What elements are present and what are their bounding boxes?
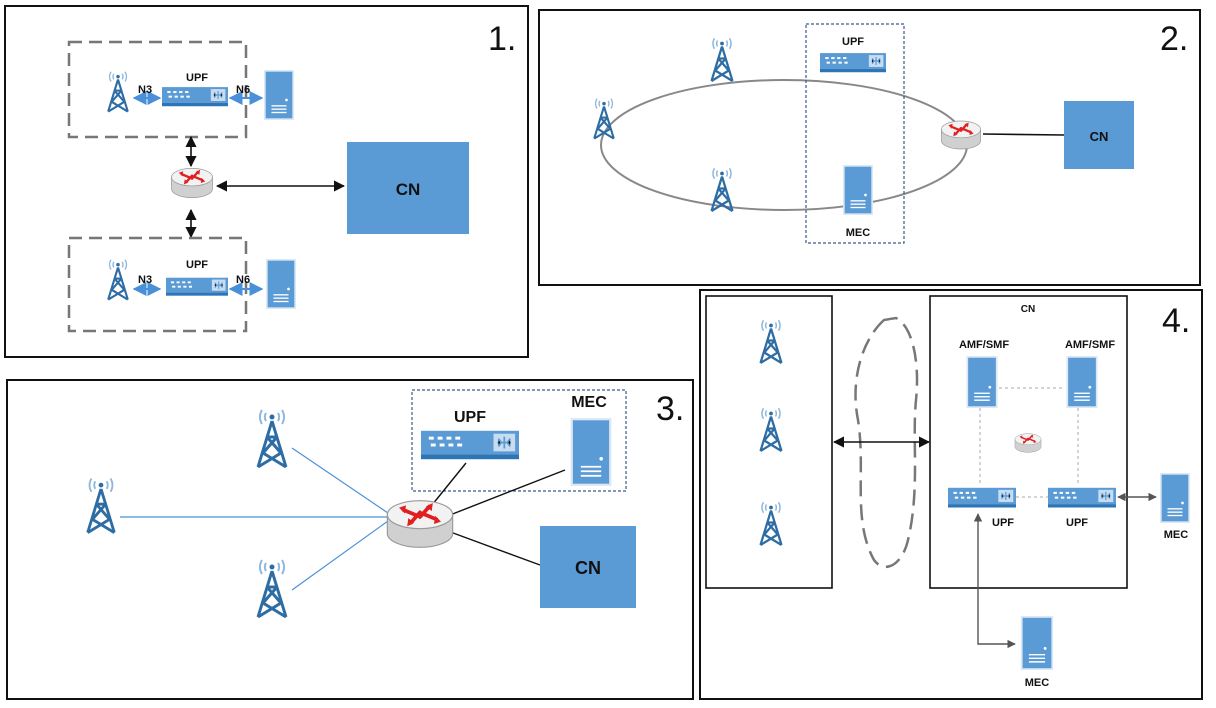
server-icon bbox=[1159, 472, 1191, 524]
server-icon bbox=[1020, 615, 1054, 671]
panel-2-number: 2. bbox=[1160, 20, 1188, 58]
cloud-outline-icon bbox=[854, 316, 919, 568]
upf-label: UPF bbox=[186, 259, 208, 271]
cn-title: CN bbox=[1021, 304, 1035, 315]
amf-smf-label: AMF/SMF bbox=[959, 339, 1009, 351]
edge-site-box bbox=[805, 23, 905, 244]
ran-box bbox=[705, 295, 833, 589]
mec-label: MEC bbox=[1025, 677, 1050, 689]
upf-label: UPF bbox=[842, 36, 864, 48]
server-icon bbox=[1065, 355, 1099, 409]
upf-switch-icon bbox=[819, 52, 887, 74]
n6-label: N6 bbox=[236, 84, 250, 96]
mec-label: MEC bbox=[1164, 529, 1189, 541]
cell-tower-icon bbox=[592, 97, 616, 141]
n3-label: N3 bbox=[138, 84, 152, 96]
upf-switch-icon bbox=[947, 487, 1017, 509]
panel-2: 2. UPF MEC CN bbox=[538, 9, 1201, 286]
upf-switch-icon bbox=[1047, 487, 1117, 509]
server-icon bbox=[265, 258, 297, 310]
server-icon bbox=[965, 355, 999, 409]
server-icon bbox=[842, 164, 874, 216]
router-icon bbox=[1013, 432, 1043, 454]
cell-tower-icon bbox=[256, 558, 288, 619]
cell-tower-icon bbox=[256, 408, 288, 469]
cn-block bbox=[1064, 101, 1134, 169]
cn-block bbox=[540, 526, 636, 608]
dashed-group-top bbox=[67, 40, 248, 139]
cell-tower-icon bbox=[759, 318, 783, 365]
panel-1: 1. N3 UPF N6 CN N3 UPF N6 bbox=[4, 5, 529, 358]
cell-tower-icon bbox=[106, 70, 130, 113]
panel-1-number: 1. bbox=[488, 20, 516, 58]
upf-label: UPF bbox=[454, 409, 486, 426]
router-icon bbox=[387, 501, 452, 548]
upf-switch-icon bbox=[419, 429, 521, 461]
panel-3-number: 3. bbox=[656, 390, 684, 428]
router-icon bbox=[939, 119, 983, 151]
cn-box bbox=[929, 295, 1128, 589]
upf-label: UPF bbox=[1066, 517, 1088, 529]
cell-tower-icon bbox=[710, 36, 734, 83]
cn-label: CN bbox=[396, 180, 421, 199]
mec-label: MEC bbox=[846, 227, 871, 239]
router-icon bbox=[170, 167, 214, 199]
upf-label: UPF bbox=[992, 517, 1014, 529]
cell-tower-icon bbox=[106, 258, 130, 301]
panel-4: 4. CN AMF/SMF AMF/SMF UPF UPF MEC bbox=[699, 289, 1203, 700]
n3-label: N3 bbox=[138, 274, 152, 286]
amf-smf-label: AMF/SMF bbox=[1065, 339, 1115, 351]
n6-label: N6 bbox=[236, 274, 250, 286]
edge-site-box bbox=[411, 389, 627, 492]
cn-block bbox=[347, 142, 469, 234]
upf-label: UPF bbox=[186, 72, 208, 84]
ring-network bbox=[600, 79, 968, 211]
cell-tower-icon bbox=[759, 406, 783, 453]
cell-tower-icon bbox=[85, 476, 117, 535]
upf-switch-icon bbox=[161, 86, 229, 107]
cn-label: CN bbox=[1090, 129, 1109, 144]
upf-switch-icon bbox=[165, 277, 229, 297]
cn-label: CN bbox=[575, 558, 601, 578]
server-icon bbox=[569, 416, 613, 488]
cell-tower-icon bbox=[759, 500, 783, 547]
panel-3: 3. UPF MEC CN bbox=[6, 379, 694, 700]
mec-label: MEC bbox=[571, 394, 607, 411]
server-icon bbox=[263, 69, 295, 121]
panel-4-number: 4. bbox=[1162, 302, 1190, 340]
